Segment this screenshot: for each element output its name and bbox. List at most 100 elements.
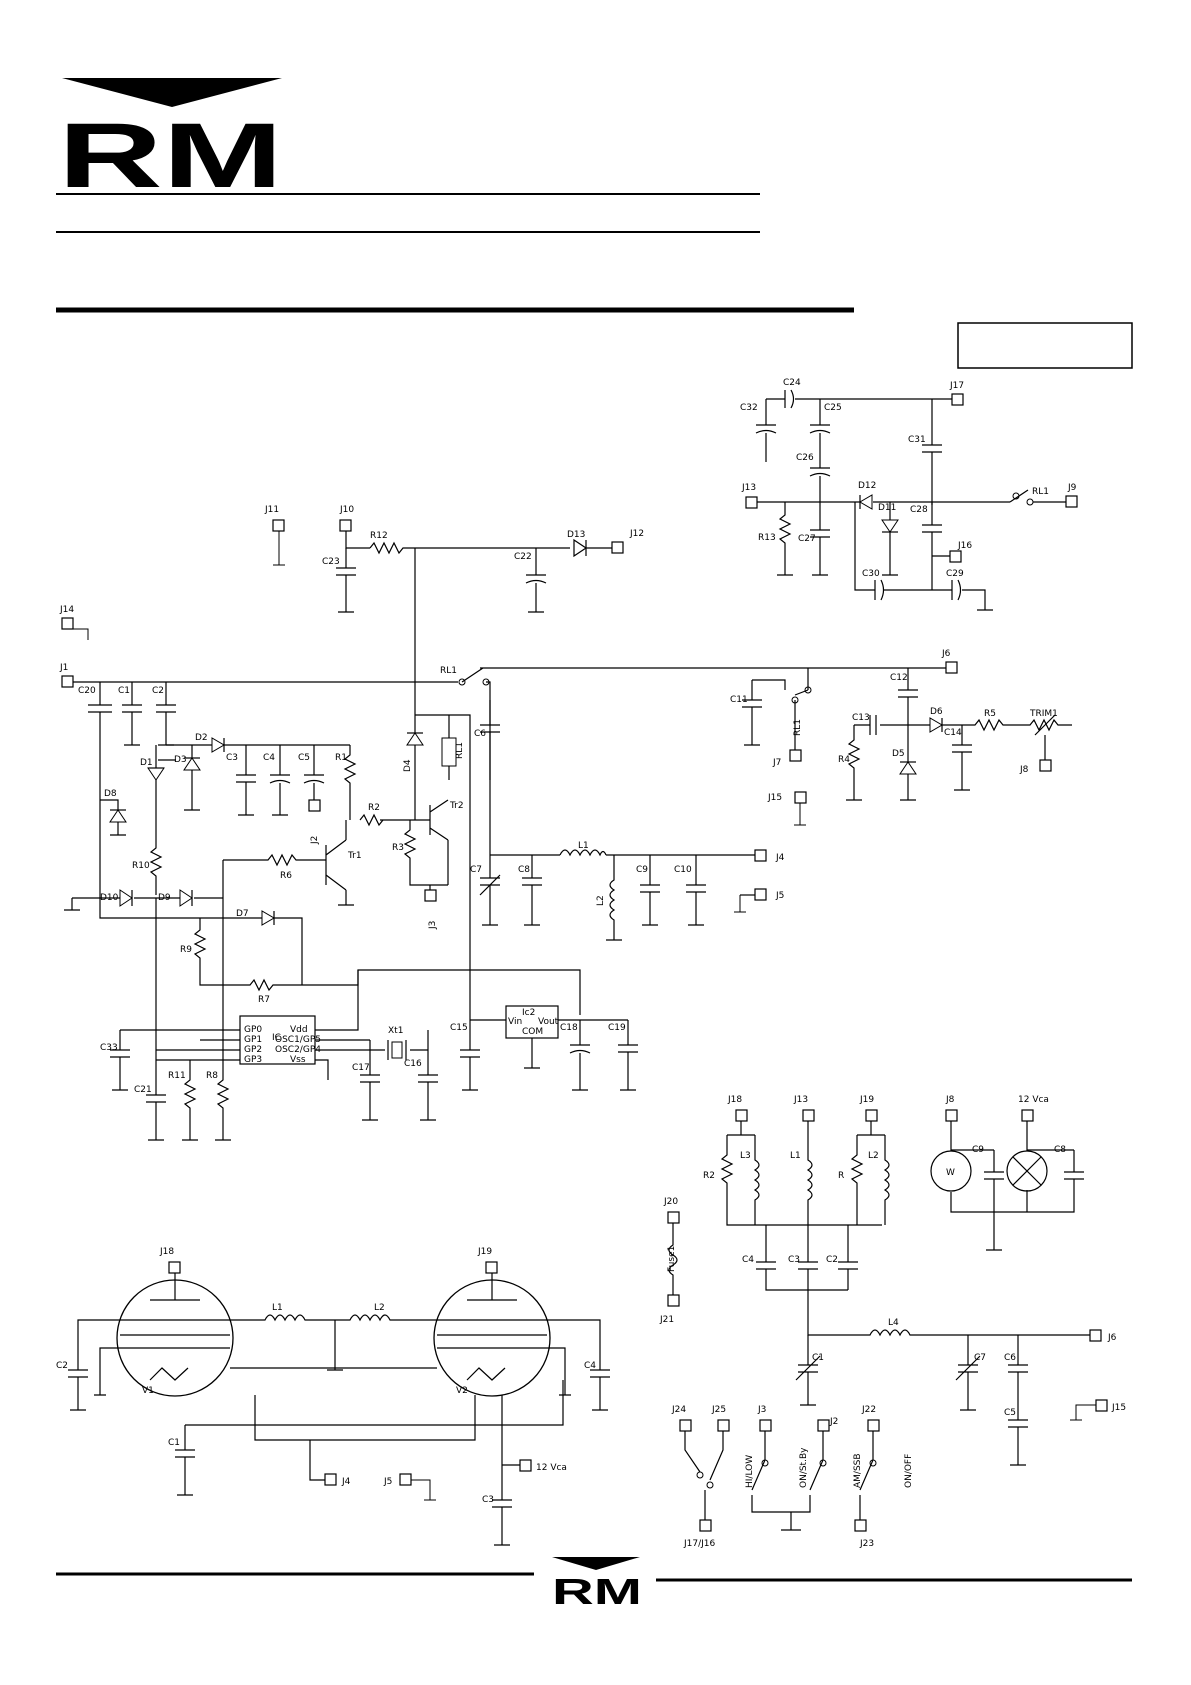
label-d2: D2 xyxy=(195,733,208,743)
label-rl1-top: RL1 xyxy=(1032,487,1049,497)
label-lamp-c8: C8 xyxy=(1054,1145,1066,1155)
connector-j5: J5 xyxy=(775,891,784,901)
ic1-pin-osc1: OSC1/GP5 xyxy=(275,1035,321,1045)
connector-j17: J17 xyxy=(949,381,964,391)
label-c13: C13 xyxy=(852,713,870,723)
connector-j11: J9 xyxy=(1067,483,1077,493)
label-tr2: Tr2 xyxy=(449,801,464,811)
label-r4: R4 xyxy=(838,755,850,765)
label-d11: D11 xyxy=(878,503,896,513)
label-r5: R5 xyxy=(984,709,996,719)
label-d8: D8 xyxy=(104,789,117,799)
label-d9: D9 xyxy=(158,893,171,903)
label-c8: C8 xyxy=(518,865,530,875)
label-amp-j18: J18 xyxy=(159,1247,174,1257)
main-board-schematic: J11 J10 R12 D13 J12 C23 C22 J14 J1 RL1 xyxy=(59,505,946,1141)
label-c18: C18 xyxy=(560,1023,578,1033)
label-c17: C17 xyxy=(352,1063,370,1073)
label-sw-j2: J2 xyxy=(829,1417,838,1427)
ic1-pin-osc2: OSC2/GP4 xyxy=(275,1045,321,1055)
label-net-c5: C5 xyxy=(1004,1408,1016,1418)
label-sw-j24: J24 xyxy=(671,1405,686,1415)
label-amp-12vca: 12 Vca xyxy=(536,1463,567,1473)
label-d13: D13 xyxy=(567,530,585,540)
label-net-j19: J19 xyxy=(859,1095,874,1105)
label-c9: C9 xyxy=(636,865,648,875)
label-sw-hilow: HI/LOW xyxy=(745,1455,755,1488)
label-r3: R3 xyxy=(392,843,404,853)
label-net-c6: C6 xyxy=(1004,1353,1016,1363)
label-c31: C31 xyxy=(908,435,926,445)
label-net-l3: L3 xyxy=(740,1151,751,1161)
connector-j13: J13 xyxy=(741,483,756,493)
label-c33: C33 xyxy=(100,1043,118,1053)
ic1-pin-vss: Vss xyxy=(290,1055,306,1065)
label-v1: V1 xyxy=(142,1386,154,1396)
label-c11: C11 xyxy=(730,695,748,705)
connector-j16: J16 xyxy=(957,541,972,551)
label-c5: C5 xyxy=(298,753,310,763)
label-c3: C3 xyxy=(226,753,238,763)
lamp-w xyxy=(930,1150,972,1192)
label-r8: R8 xyxy=(206,1071,218,1081)
label-amp-c1: C1 xyxy=(168,1438,180,1448)
label-sw-onstby: ON/St.By xyxy=(799,1447,809,1488)
connector-j15: J15 xyxy=(767,793,782,803)
label-fuse-j21: J21 xyxy=(659,1315,674,1325)
label-net-c4: C4 xyxy=(742,1255,754,1265)
label-ic2-vout: Vout xyxy=(538,1017,559,1027)
label-net-j15: J15 xyxy=(1111,1403,1126,1413)
rm-logo: RM xyxy=(58,78,283,207)
ic1-pin-gp1: GP1 xyxy=(244,1035,262,1045)
label-r1: R1 xyxy=(335,753,347,763)
connector-j12: J12 xyxy=(629,529,644,539)
label-c1: C1 xyxy=(118,686,130,696)
label-c23: C23 xyxy=(322,557,340,567)
label-c32: C32 xyxy=(740,403,758,413)
label-c29: C29 xyxy=(946,569,964,579)
label-c20: C20 xyxy=(78,686,96,696)
lamp-x xyxy=(1006,1150,1048,1192)
label-sw-j3: J3 xyxy=(757,1405,766,1415)
label-l1: L1 xyxy=(578,841,589,851)
label-j2: J2 xyxy=(310,836,320,845)
label-c16: C16 xyxy=(404,1059,422,1069)
label-c24: C24 xyxy=(783,378,801,388)
label-c7: C7 xyxy=(470,865,482,875)
label-c21: C21 xyxy=(134,1085,152,1095)
label-d6: D6 xyxy=(930,707,943,717)
ic1-mark: IC xyxy=(272,1033,281,1043)
label-c19: C19 xyxy=(608,1023,626,1033)
label-net-r: R xyxy=(838,1171,844,1181)
label-v2: V2 xyxy=(456,1386,468,1396)
label-amp-j19: J19 xyxy=(477,1247,492,1257)
label-c26: C26 xyxy=(796,453,814,463)
label-d10: D10 xyxy=(100,893,119,903)
label-sw-j17-j16: J17/J16 xyxy=(683,1539,716,1549)
label-r11: R11 xyxy=(168,1071,186,1081)
connector-j9: J10 xyxy=(339,505,354,515)
label-c30: C30 xyxy=(862,569,880,579)
label-lamp-j8: J8 xyxy=(945,1095,955,1105)
label-c14: C14 xyxy=(944,728,962,738)
connector-j6: J7 xyxy=(772,758,781,768)
label-net-c2: C2 xyxy=(826,1255,838,1265)
label-amp-c4: C4 xyxy=(584,1361,596,1371)
label-net-l2: L2 xyxy=(868,1151,879,1161)
label-xt1: Xt1 xyxy=(388,1026,403,1036)
ic2-regulator xyxy=(505,1005,559,1039)
label-net-j18: J18 xyxy=(727,1095,742,1105)
ic1-microcontroller xyxy=(239,1015,316,1065)
label-fuse1: Fuse1 xyxy=(667,1246,677,1272)
connector-j4: J4 xyxy=(775,853,785,863)
label-net-c7: C7 xyxy=(974,1353,986,1363)
label-d5: D5 xyxy=(892,749,905,759)
ic1-pin-gp0: GP0 xyxy=(244,1025,262,1035)
label-d12: D12 xyxy=(858,481,876,491)
label-sw-j25: J25 xyxy=(711,1405,726,1415)
label-c25: C25 xyxy=(824,403,842,413)
label-amp-j4: J4 xyxy=(341,1477,351,1487)
label-fuse-j20: J20 xyxy=(663,1197,678,1207)
label-net-j13: J13 xyxy=(793,1095,808,1105)
